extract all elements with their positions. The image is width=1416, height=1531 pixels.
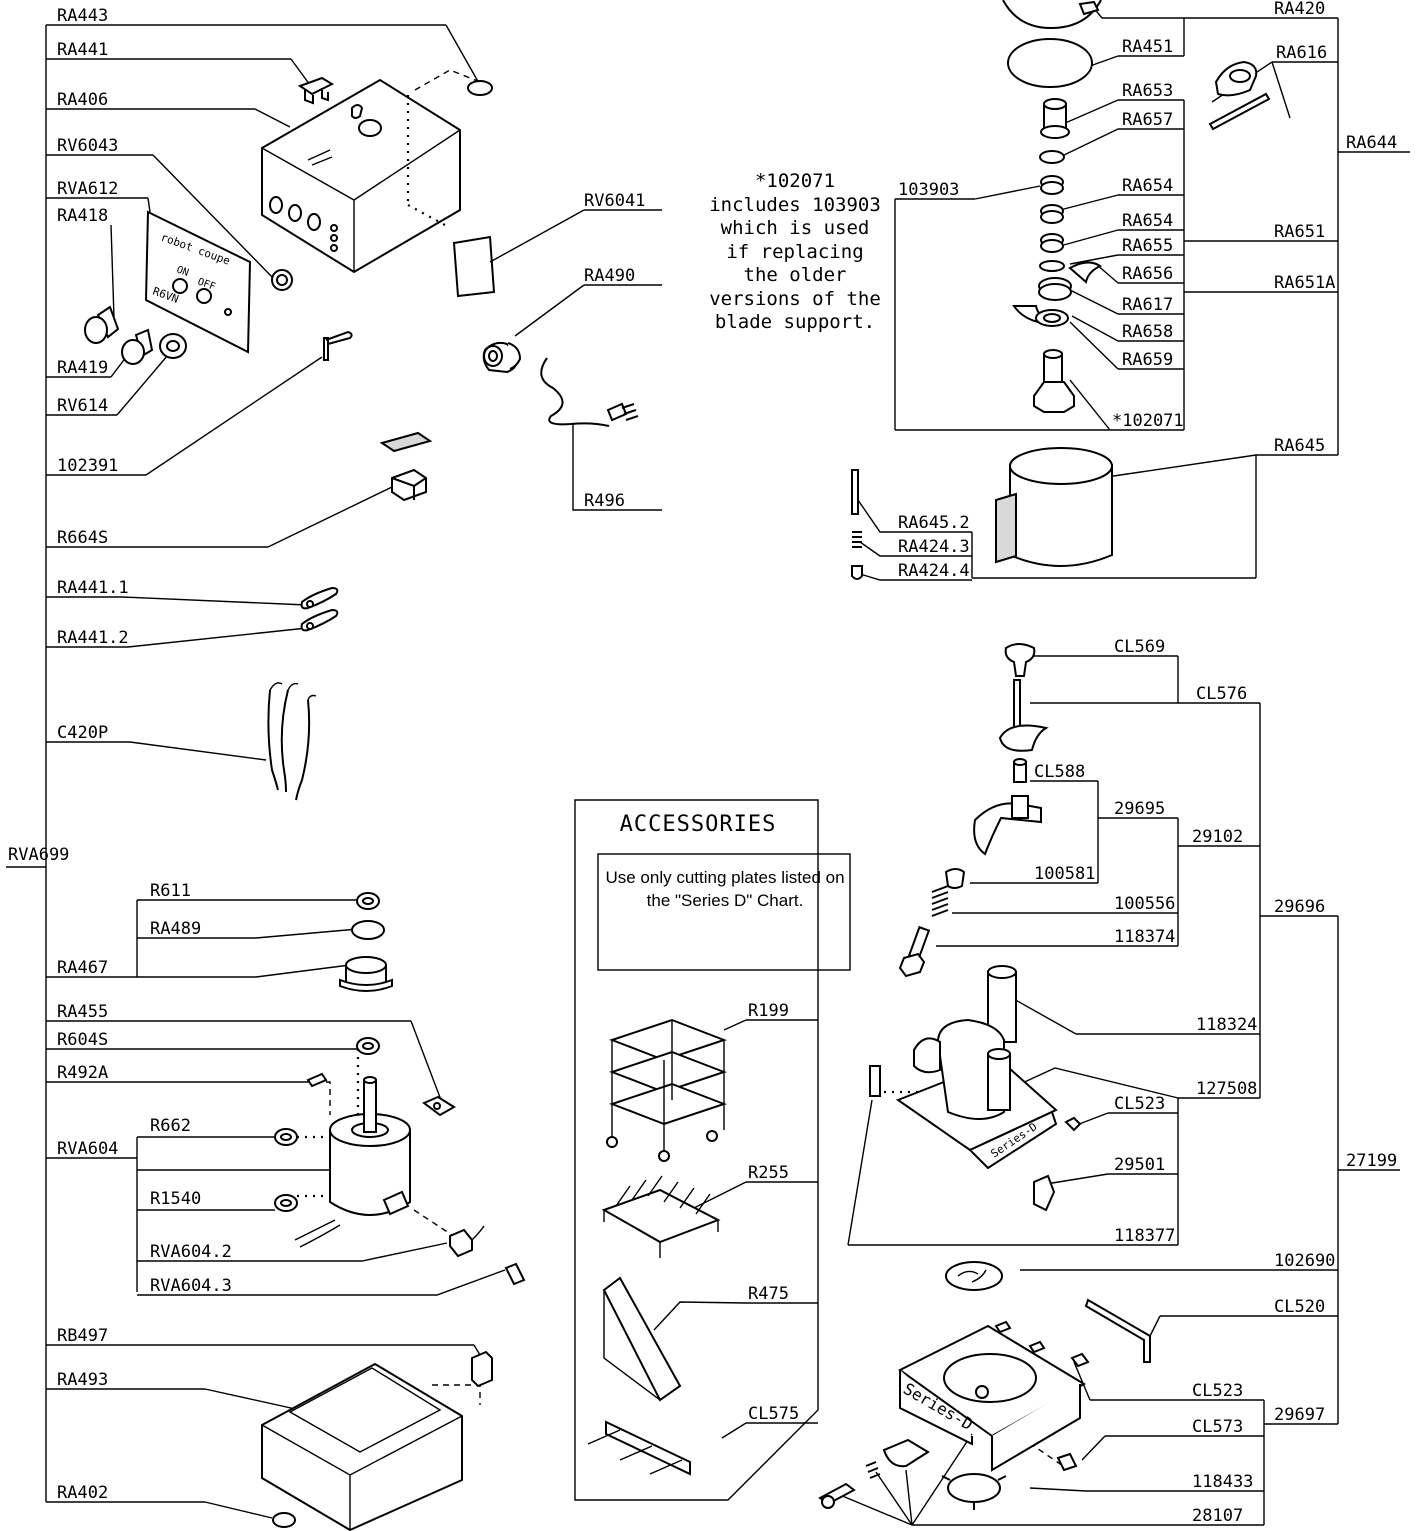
label-RA406: RA406 bbox=[57, 90, 108, 110]
label-29501: 29501 bbox=[1114, 1155, 1165, 1175]
label-100581: 100581 bbox=[1034, 864, 1095, 884]
control-box-housing bbox=[261, 69, 481, 274]
label-RA455: RA455 bbox=[57, 1002, 108, 1022]
veg-prep-base: Series-D bbox=[898, 1320, 1086, 1472]
left-parts: robot coupe ON OFF R6VN bbox=[84, 69, 526, 1531]
blade-support-note: *102071 includes 103903 which is used if… bbox=[709, 170, 881, 333]
label-RA490: RA490 bbox=[584, 266, 635, 286]
label-102071: *102071 bbox=[1112, 411, 1184, 431]
label-RA645-2: RA645.2 bbox=[898, 513, 970, 533]
label-RA657: RA657 bbox=[1122, 110, 1173, 130]
label-RVA604: RVA604 bbox=[57, 1139, 118, 1159]
accessories-notice: Use only cutting plates listed on the "S… bbox=[605, 868, 845, 910]
right-top-parts bbox=[851, 0, 1271, 580]
label-RA644: RA644 bbox=[1346, 133, 1397, 153]
label-RA402: RA402 bbox=[57, 1483, 108, 1503]
label-RA659: RA659 bbox=[1122, 350, 1173, 370]
label-RA489: RA489 bbox=[150, 919, 201, 939]
label-29695: 29695 bbox=[1114, 799, 1165, 819]
label-118324: 118324 bbox=[1196, 1015, 1257, 1035]
label-102690: 102690 bbox=[1274, 1251, 1335, 1271]
label-28107: 28107 bbox=[1192, 1506, 1243, 1526]
label-RA441-2: RA441.2 bbox=[57, 628, 129, 648]
label-CL523-a: CL523 bbox=[1114, 1094, 1165, 1114]
label-127508: 127508 bbox=[1196, 1079, 1257, 1099]
label-R496: R496 bbox=[584, 491, 625, 511]
label-RA617: RA617 bbox=[1122, 295, 1173, 315]
label-CL573: CL573 bbox=[1192, 1417, 1243, 1437]
label-RA656: RA656 bbox=[1122, 264, 1173, 284]
label-RVA699: RVA699 bbox=[8, 845, 69, 865]
label-R611: R611 bbox=[150, 881, 191, 901]
label-RA655: RA655 bbox=[1122, 236, 1173, 256]
label-118433: 118433 bbox=[1192, 1472, 1253, 1492]
label-103903: 103903 bbox=[898, 180, 959, 200]
label-RA651A: RA651A bbox=[1274, 273, 1335, 293]
label-RB497: RB497 bbox=[57, 1326, 108, 1346]
label-RA616: RA616 bbox=[1276, 43, 1327, 63]
part-labels: RA443 RA441 RA406 RV6043 RVA612 RA418 RA… bbox=[8, 0, 1397, 1526]
label-CL569: CL569 bbox=[1114, 637, 1165, 657]
label-R604S: R604S bbox=[57, 1030, 108, 1050]
accessories-title: ACCESSORIES bbox=[619, 812, 777, 837]
label-R255: R255 bbox=[748, 1163, 789, 1183]
label-C420P: C420P bbox=[57, 723, 108, 743]
label-100556: 100556 bbox=[1114, 894, 1175, 914]
label-RA419: RA419 bbox=[57, 358, 108, 378]
label-RA467: RA467 bbox=[57, 958, 108, 978]
label-RA658: RA658 bbox=[1122, 322, 1173, 342]
cord-group bbox=[482, 209, 662, 511]
label-CL520: CL520 bbox=[1274, 1297, 1325, 1317]
base-housing bbox=[261, 1362, 463, 1531]
label-R492A: R492A bbox=[57, 1063, 108, 1083]
label-RA441: RA441 bbox=[57, 40, 108, 60]
label-R1540: R1540 bbox=[150, 1189, 201, 1209]
label-RA653: RA653 bbox=[1122, 81, 1173, 101]
control-panel: robot coupe ON OFF R6VN bbox=[144, 210, 252, 354]
label-RVA612: RVA612 bbox=[57, 179, 118, 199]
label-29696: 29696 bbox=[1274, 897, 1325, 917]
label-118374: 118374 bbox=[1114, 927, 1175, 947]
label-29102: 29102 bbox=[1192, 827, 1243, 847]
label-RVA604-3: RVA604.3 bbox=[150, 1276, 232, 1296]
label-RA654-b: RA654 bbox=[1122, 211, 1173, 231]
label-RV6043: RV6043 bbox=[57, 136, 118, 156]
label-29697: 29697 bbox=[1274, 1405, 1325, 1425]
panel-on-label: ON bbox=[175, 264, 190, 278]
label-RA418: RA418 bbox=[57, 206, 108, 226]
label-RA651: RA651 bbox=[1274, 222, 1325, 242]
label-CL588: CL588 bbox=[1034, 762, 1085, 782]
label-RV614: RV614 bbox=[57, 396, 108, 416]
label-RA424-3: RA424.3 bbox=[898, 537, 970, 557]
label-102391: 102391 bbox=[57, 456, 118, 476]
right-bottom-parts: Series-D Series-D bbox=[818, 643, 1151, 1510]
label-118377: 118377 bbox=[1114, 1226, 1175, 1246]
label-RVA604-2: RVA604.2 bbox=[150, 1242, 232, 1262]
label-RA443: RA443 bbox=[57, 6, 108, 26]
motor bbox=[294, 1076, 411, 1248]
label-CL575: CL575 bbox=[748, 1404, 799, 1424]
label-27199: 27199 bbox=[1346, 1151, 1397, 1171]
label-RA493: RA493 bbox=[57, 1370, 108, 1390]
accessories-box bbox=[574, 799, 851, 1501]
label-CL523-b: CL523 bbox=[1192, 1381, 1243, 1401]
label-RA645: RA645 bbox=[1274, 436, 1325, 456]
right-top-tree bbox=[857, 5, 1410, 581]
label-CL576: CL576 bbox=[1196, 684, 1247, 704]
label-RA654-a: RA654 bbox=[1122, 176, 1173, 196]
continuous-feed-hopper: Series-D bbox=[895, 1018, 1058, 1170]
wire-harness bbox=[267, 682, 317, 801]
left-tree-lines bbox=[6, 24, 506, 1519]
label-RA420: RA420 bbox=[1274, 0, 1325, 19]
label-R475: R475 bbox=[748, 1284, 789, 1304]
label-R662: R662 bbox=[150, 1116, 191, 1136]
label-RA424-4: RA424.4 bbox=[898, 561, 970, 581]
label-RA451: RA451 bbox=[1122, 37, 1173, 57]
label-R199: R199 bbox=[748, 1001, 789, 1021]
label-R664S: R664S bbox=[57, 528, 108, 548]
label-RA441-1: RA441.1 bbox=[57, 578, 129, 598]
label-RV6041: RV6041 bbox=[584, 191, 645, 211]
